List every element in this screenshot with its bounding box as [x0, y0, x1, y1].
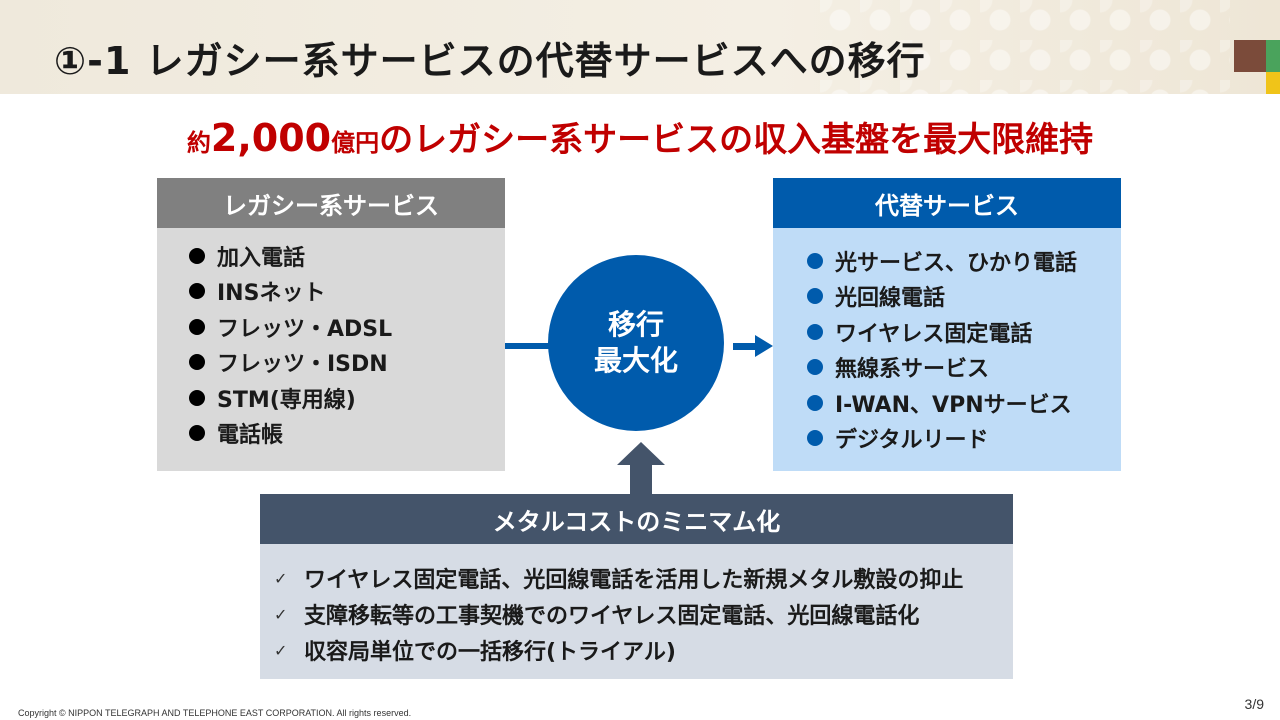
list-item: ✓ワイヤレス固定電話、光回線電話を活用した新規メタル敷設の抑止: [274, 568, 964, 593]
page-title: ①-1 レガシー系サービスの代替サービスへの移行: [54, 39, 926, 83]
list-item: 加入電話: [189, 238, 392, 274]
headline-unit: 億円: [331, 129, 380, 157]
check-icon: ✓: [274, 640, 288, 660]
connector-line: [505, 343, 550, 349]
metal-cost-list: ✓ワイヤレス固定電話、光回線電話を活用した新規メタル敷設の抑止 ✓支障移転等の工…: [260, 544, 1013, 679]
bullet-icon: [807, 252, 823, 269]
list-item: フレッツ・ISDN: [189, 345, 392, 381]
list-item: 光回線電話: [807, 279, 1077, 315]
bullet-icon: [807, 359, 823, 376]
arrow-right-head-icon: [755, 335, 773, 357]
headline-amount: 2,000: [210, 116, 332, 160]
accent-block-yellow: [1266, 72, 1280, 94]
headline-prefix: 約: [186, 129, 211, 157]
bullet-icon: [189, 389, 205, 406]
migration-circle: 移行 最大化: [548, 255, 724, 431]
bullet-icon: [807, 430, 823, 447]
bullet-icon: [807, 394, 823, 411]
accent-block-green: [1266, 40, 1280, 72]
arrow-up-icon: [617, 442, 665, 465]
list-item: ワイヤレス固定電話: [807, 314, 1077, 350]
list-item: ✓支障移転等の工事契機でのワイヤレス固定電話、光回線電話化: [274, 604, 920, 629]
bullet-icon: [189, 425, 205, 442]
list-item: I-WAN、VPNサービス: [807, 385, 1077, 421]
bullet-icon: [189, 354, 205, 371]
alternative-services-header: 代替サービス: [773, 178, 1121, 228]
list-item: ✓収容局単位での一括移行(トライアル): [274, 640, 676, 665]
headline-rest: のレガシー系サービスの収入基盤を最大限維持: [379, 120, 1094, 160]
circle-line-1: 移行: [607, 308, 664, 341]
header-pattern: [820, 0, 1230, 94]
metal-cost-header: メタルコストのミニマム化: [260, 494, 1013, 544]
legacy-services-header: レガシー系サービス: [157, 178, 505, 228]
copyright-notice: Copyright © NIPPON TELEGRAPH AND TELEPHO…: [18, 708, 412, 718]
check-icon: ✓: [274, 568, 288, 588]
list-item: 光サービス、ひかり電話: [807, 243, 1077, 279]
list-item: 電話帳: [189, 416, 392, 452]
list-item: フレッツ・ADSL: [189, 309, 392, 345]
list-item: 無線系サービス: [807, 350, 1077, 386]
circle-line-2: 最大化: [593, 344, 678, 377]
page-number: 3/9: [1244, 696, 1264, 712]
arrow-up-shaft-icon: [630, 464, 652, 496]
bullet-icon: [807, 288, 823, 305]
bullet-icon: [189, 318, 205, 335]
check-icon: ✓: [274, 604, 288, 624]
list-item: STM(専用線): [189, 380, 392, 416]
list-item: デジタルリード: [807, 421, 1077, 457]
list-item: INSネット: [189, 274, 392, 310]
legacy-services-list: 加入電話 INSネット フレッツ・ADSL フレッツ・ISDN STM(専用線)…: [157, 228, 505, 471]
bullet-icon: [189, 247, 205, 264]
bullet-icon: [807, 323, 823, 340]
arrow-right-icon: [733, 343, 757, 350]
alternative-services-list: 光サービス、ひかり電話 光回線電話 ワイヤレス固定電話 無線系サービス I-WA…: [773, 228, 1121, 471]
headline: 約2,000億円のレガシー系サービスの収入基盤を最大限維持: [0, 112, 1280, 161]
bullet-icon: [189, 283, 205, 300]
header-bar: ①-1 レガシー系サービスの代替サービスへの移行: [0, 0, 1280, 94]
